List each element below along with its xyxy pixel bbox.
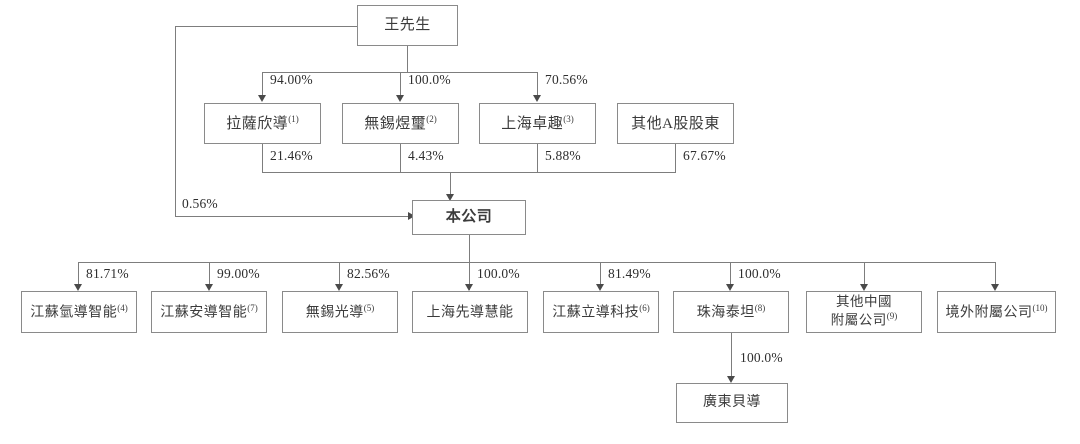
- edge-tier2-drop-0: [262, 72, 263, 95]
- edge-t2c-v3: [675, 144, 676, 172]
- pct-tier2-company-2: 5.88%: [545, 148, 581, 163]
- node-controller-label: 王先生: [384, 16, 431, 33]
- node-sub-7[interactable]: 境外附屬公司(10): [937, 291, 1056, 333]
- node-tier2-0-note: (1): [288, 113, 299, 124]
- pct-sub-0: 81.71%: [86, 266, 129, 281]
- node-sub-5-label: 珠海泰坦: [696, 305, 755, 321]
- edge-controller-left-v: [175, 26, 176, 216]
- node-sub-0[interactable]: 江蘇氫導智能(4): [21, 291, 137, 333]
- edge-taitan-stem: [731, 333, 732, 376]
- node-company[interactable]: 本公司: [412, 200, 526, 235]
- node-tier2-1-note: (2): [426, 113, 437, 124]
- arrow-sub-6: [860, 284, 868, 291]
- node-sub-1-label: 江蘇安導智能: [160, 305, 248, 321]
- node-sub-2-label: 無錫光導: [305, 305, 364, 321]
- arrow-tier2-1: [396, 95, 404, 102]
- edge-sub-drop-5: [730, 262, 731, 286]
- edge-t2c-v2: [537, 144, 538, 172]
- arrow-sub-5: [726, 284, 734, 291]
- edge-t2c-v1: [400, 144, 401, 172]
- node-sub-0-note: (4): [117, 302, 128, 313]
- edge-sub-drop-3: [469, 262, 470, 286]
- arrow-sub-0: [74, 284, 82, 291]
- node-sub-4-label: 江蘇立導科技: [552, 305, 640, 321]
- edge-sub-drop-7: [995, 262, 996, 286]
- edge-t2c-drop: [450, 172, 451, 194]
- pct-controller-tier2-2: 70.56%: [545, 72, 588, 87]
- node-controller[interactable]: 王先生: [357, 5, 458, 46]
- arrow-sub-3: [465, 284, 473, 291]
- pct-sub-2: 82.56%: [347, 266, 390, 281]
- pct-controller-direct: 0.56%: [182, 196, 218, 211]
- arrow-sub-4: [596, 284, 604, 291]
- node-tier2-1-label: 無錫煜璽: [364, 115, 427, 132]
- pct-tier2-company-3: 67.67%: [683, 148, 726, 163]
- edge-controller-left-h: [175, 26, 357, 27]
- arrow-company-in: [446, 194, 454, 201]
- pct-controller-tier2-0: 94.00%: [270, 72, 313, 87]
- pct-sub-5: 100.0%: [738, 266, 781, 281]
- edge-sub-drop-1: [209, 262, 210, 286]
- node-sub-1-note: (7): [247, 302, 258, 313]
- node-tier2-3-label: 其他A股股東: [631, 115, 720, 132]
- node-sub-0-label: 江蘇氫導智能: [30, 305, 118, 321]
- node-sub-6-label-line1: 其他中國: [836, 294, 892, 310]
- edge-t2c-bus: [262, 172, 676, 173]
- edge-sub-drop-4: [600, 262, 601, 286]
- node-sub-6-note: (9): [886, 311, 898, 322]
- arrow-controller-to-company: [408, 212, 415, 220]
- arrow-beidao-in: [727, 376, 735, 383]
- node-sub-subsidiary[interactable]: 廣東貝導: [676, 383, 788, 423]
- edge-controller-stem: [407, 46, 408, 72]
- pct-sub-4: 81.49%: [608, 266, 651, 281]
- edge-sub-drop-2: [339, 262, 340, 286]
- pct-tier2-company-0: 21.46%: [270, 148, 313, 163]
- pct-controller-tier2-1: 100.0%: [408, 72, 451, 87]
- arrow-tier2-0: [258, 95, 266, 102]
- pct-tier2-company-1: 4.43%: [408, 148, 444, 163]
- edge-sub-drop-0: [78, 262, 79, 286]
- edge-sub-drop-6: [864, 262, 865, 286]
- node-tier2-0[interactable]: 拉薩欣導(1): [204, 103, 321, 144]
- pct-taitan-beidao: 100.0%: [740, 350, 783, 365]
- node-sub-2-note: (5): [363, 302, 375, 313]
- node-tier2-2[interactable]: 上海卓趣(3): [479, 103, 596, 144]
- node-tier2-3[interactable]: 其他A股股東: [617, 103, 734, 144]
- node-tier2-1[interactable]: 無錫煜璽(2): [342, 103, 459, 144]
- edge-t2c-v0: [262, 144, 263, 172]
- node-tier2-0-label: 拉薩欣導: [226, 115, 289, 132]
- node-sub-6-label-line2: 附屬公司: [830, 312, 887, 328]
- node-sub-subsidiary-label: 廣東貝導: [703, 394, 761, 410]
- edge-controller-direct-h: [175, 216, 408, 217]
- node-sub-4[interactable]: 江蘇立導科技(6): [543, 291, 659, 333]
- node-sub-5[interactable]: 珠海泰坦(8): [673, 291, 789, 333]
- arrow-tier2-2: [533, 95, 541, 102]
- node-sub-7-note: (10): [1032, 302, 1048, 313]
- node-sub-3[interactable]: 上海先導慧能: [412, 291, 528, 333]
- pct-sub-3: 100.0%: [477, 266, 520, 281]
- node-company-label: 本公司: [445, 208, 493, 225]
- node-sub-1[interactable]: 江蘇安導智能(7): [151, 291, 267, 333]
- node-sub-2[interactable]: 無錫光導(5): [282, 291, 398, 333]
- edge-tier2-drop-1: [400, 72, 401, 95]
- node-tier2-2-note: (3): [563, 113, 574, 124]
- arrow-sub-1: [205, 284, 213, 291]
- arrow-sub-2: [335, 284, 343, 291]
- edge-subs-bus: [78, 262, 995, 263]
- node-sub-6[interactable]: 其他中國 附屬公司(9): [806, 291, 922, 333]
- edge-tier2-drop-2: [537, 72, 538, 95]
- pct-sub-1: 99.00%: [217, 266, 260, 281]
- node-sub-5-note: (8): [754, 302, 766, 313]
- arrow-sub-7: [991, 284, 999, 291]
- node-sub-4-note: (6): [639, 302, 650, 313]
- node-tier2-2-label: 上海卓趣: [501, 115, 564, 132]
- node-sub-7-label: 境外附屬公司: [945, 305, 1033, 321]
- node-sub-3-label: 上海先導慧能: [426, 305, 514, 321]
